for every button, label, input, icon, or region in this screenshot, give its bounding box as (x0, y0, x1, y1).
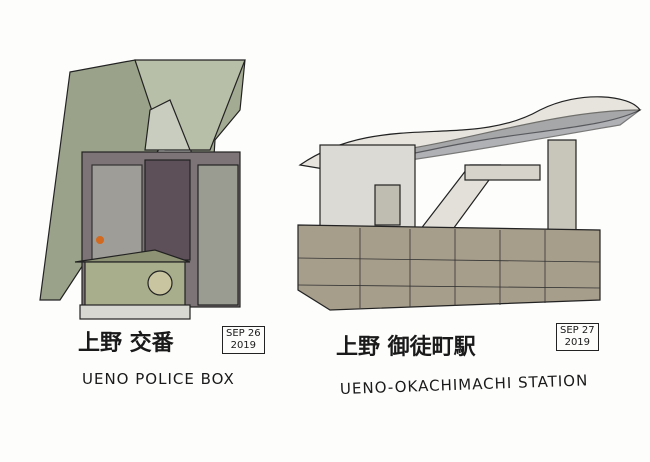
right-date-month-day: SEP 27 (560, 325, 595, 336)
right-title-japanese: 上野 御徒町駅 (336, 335, 476, 360)
police-box-drawing (39, 59, 246, 320)
left-title-japanese: 上野 交番 (78, 331, 174, 356)
station-drawing (297, 96, 642, 311)
left-date-year: 2019 (230, 340, 257, 351)
right-date-stamp: SEP 27 2019 (556, 323, 599, 351)
left-date-month-day: SEP 26 (226, 328, 261, 339)
right-date-year: 2019 (564, 337, 591, 348)
left-title-english: UENO POLICE BOX (82, 370, 235, 388)
left-date-stamp: SEP 26 2019 (222, 326, 265, 354)
